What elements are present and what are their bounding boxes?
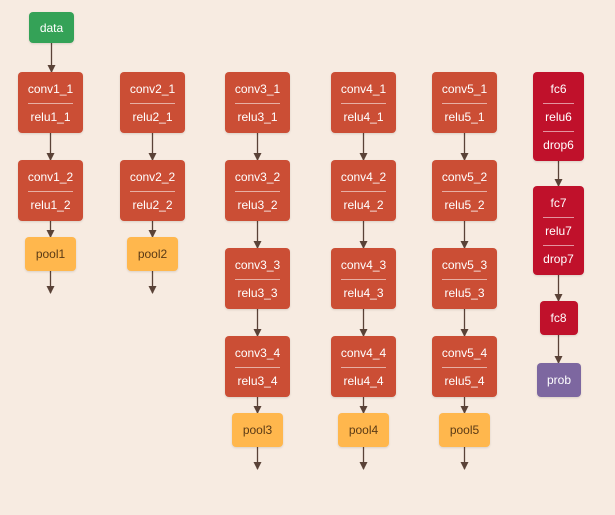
conv-block-conv1-2: conv1_2 relu1_2 [18,160,83,221]
conv-block-conv1-1-label-0: conv1_1 [27,82,74,96]
conv-block-conv2-2-label-1: relu2_2 [132,198,173,212]
conv-block-conv3-1-label-0: conv3_1 [234,82,281,96]
conv-block-conv4-3: conv4_3 relu4_3 [331,248,396,309]
conv-block-conv4-4-label-1: relu4_4 [343,374,384,388]
fc-block-fc7-label-1: relu7 [545,224,572,238]
conv-block-conv3-3-label-0: conv3_3 [234,258,281,272]
conv-block-conv1-1-label-1: relu1_1 [30,110,71,124]
pool-node-pool3-label: pool3 [242,423,273,437]
conv-block-conv1-2-label-0: conv1_2 [27,170,74,184]
fc-block-fc6-label-2: drop6 [543,138,574,152]
conv-block-conv4-1-label-1: relu4_1 [343,110,384,124]
conv-block-conv3-4-separator [235,367,280,368]
pool-node-pool4-label: pool4 [348,423,379,437]
conv-block-conv3-2-separator [235,191,280,192]
conv-block-conv1-2-label-1: relu1_2 [30,198,71,212]
data-node-label: data [39,20,64,35]
conv-block-conv3-4-label-0: conv3_4 [234,346,281,360]
conv-block-conv5-1: conv5_1 relu5_1 [432,72,497,133]
conv-block-conv4-4-label-0: conv4_4 [340,346,387,360]
conv-block-conv4-3-separator [341,279,386,280]
conv-block-conv5-3: conv5_3 relu5_3 [432,248,497,309]
fc-block-fc6-label-0: fc6 [550,82,567,96]
conv-block-conv3-1-label-1: relu3_1 [237,110,278,124]
conv-block-conv4-2-label-0: conv4_2 [340,170,387,184]
conv-block-conv4-3-label-0: conv4_3 [340,258,387,272]
conv-block-conv2-2-separator [130,191,175,192]
fc-block-fc7-label-0: fc7 [550,196,567,210]
conv-block-conv2-1-label-0: conv2_1 [129,82,176,96]
conv-block-conv4-4-separator [341,367,386,368]
conv-block-conv1-1-separator [28,103,73,104]
conv-block-conv1-2-separator [28,191,73,192]
fc-block-fc6-separator [543,103,574,104]
conv-block-conv5-3-label-1: relu5_3 [444,286,485,300]
fc-block-fc8-label: fc8 [550,311,567,325]
conv-block-conv5-4-separator [442,367,487,368]
pool-node-pool1: pool1 [25,237,76,271]
fc-block-fc7-label-2: drop7 [543,252,574,266]
conv-block-conv4-1: conv4_1 relu4_1 [331,72,396,133]
pool-node-pool3: pool3 [232,413,283,447]
conv-block-conv5-1-separator [442,103,487,104]
conv-block-conv5-2-label-0: conv5_2 [441,170,488,184]
conv-block-conv5-3-label-0: conv5_3 [441,258,488,272]
conv-block-conv2-1-label-1: relu2_1 [132,110,173,124]
conv-block-conv3-3: conv3_3 relu3_3 [225,248,290,309]
conv-block-conv5-1-label-1: relu5_1 [444,110,485,124]
pool-node-pool4: pool4 [338,413,389,447]
pool-node-pool2-label: pool2 [137,247,168,261]
fc-block-fc7-separator [543,245,574,246]
fc-block-fc6-label-1: relu6 [545,110,572,124]
conv-block-conv4-2-separator [341,191,386,192]
conv-block-conv4-2-label-1: relu4_2 [343,198,384,212]
prob-node: prob [537,363,581,397]
conv-block-conv3-3-label-1: relu3_3 [237,286,278,300]
fc-block-fc7: fc7 relu7 drop7 [533,186,584,275]
conv-block-conv5-2: conv5_2 relu5_2 [432,160,497,221]
conv-block-conv5-4-label-1: relu5_4 [444,374,485,388]
fc-block-fc8: fc8 [539,301,578,335]
conv-block-conv2-1-separator [130,103,175,104]
conv-block-conv4-1-label-0: conv4_1 [340,82,387,96]
conv-block-conv3-2: conv3_2 relu3_2 [225,160,290,221]
conv-block-conv3-1-separator [235,103,280,104]
pool-node-pool1-label: pool1 [35,247,66,261]
conv-block-conv4-2: conv4_2 relu4_2 [331,160,396,221]
conv-block-conv5-2-label-1: relu5_2 [444,198,485,212]
conv-block-conv3-2-label-1: relu3_2 [237,198,278,212]
fc-block-fc6-separator [543,131,574,132]
conv-block-conv5-1-label-0: conv5_1 [441,82,488,96]
conv-block-conv1-1: conv1_1 relu1_1 [18,72,83,133]
conv-block-conv5-4: conv5_4 relu5_4 [432,336,497,397]
conv-block-conv3-4: conv3_4 relu3_4 [225,336,290,397]
conv-block-conv2-2: conv2_2 relu2_2 [120,160,185,221]
conv-block-conv2-1: conv2_1 relu2_1 [120,72,185,133]
conv-block-conv3-2-label-0: conv3_2 [234,170,281,184]
fc-block-fc7-separator [543,217,574,218]
data-node: data [29,12,74,43]
conv-block-conv4-4: conv4_4 relu4_4 [331,336,396,397]
pool-node-pool5-label: pool5 [449,423,480,437]
pool-node-pool5: pool5 [439,413,490,447]
conv-block-conv4-1-separator [341,103,386,104]
conv-block-conv3-3-separator [235,279,280,280]
conv-block-conv3-1: conv3_1 relu3_1 [225,72,290,133]
conv-block-conv3-4-label-1: relu3_4 [237,374,278,388]
fc-block-fc6: fc6 relu6 drop6 [533,72,584,161]
conv-block-conv5-2-separator [442,191,487,192]
conv-block-conv4-3-label-1: relu4_3 [343,286,384,300]
pool-node-pool2: pool2 [127,237,178,271]
conv-block-conv5-4-label-0: conv5_4 [441,346,488,360]
prob-node-label: prob [546,373,572,387]
conv-block-conv5-3-separator [442,279,487,280]
conv-block-conv2-2-label-0: conv2_2 [129,170,176,184]
